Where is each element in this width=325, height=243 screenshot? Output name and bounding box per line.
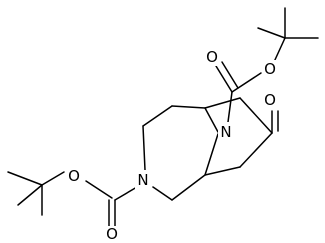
atom-oxygen-ester-top: O: [264, 60, 276, 78]
bond-nitrogen-to-bridgehead-bottom: [204, 133, 219, 176]
atom-nitrogen-ring: N: [137, 171, 148, 189]
bond-tbu1-methyl-left: [257, 27, 286, 39]
atom-oxygen-carbonyl-top: O: [206, 48, 218, 66]
bond-carbonyl1-double-a: [215, 65, 233, 93]
bond-nitrogen2-to-ch2-bottom: [152, 186, 173, 201]
bonds: [7, 7, 319, 233]
bond-bridgehead-top-to-ch2-top: [171, 105, 206, 109]
bond-tbu1-to-oxygen: [273, 37, 286, 63]
bond-ch2-bottom-to-bridgehead-bottom: [171, 174, 206, 201]
bond-oxygen-to-tbu2: [41, 171, 65, 186]
bond-ch2-left-to-nitrogen2: [142, 125, 146, 171]
bond-ch2-top-to-ch2-left: [142, 105, 173, 127]
atom-oxygen-ester-bottom: O: [68, 167, 80, 185]
bond-bridgehead-top-to-c-right: [204, 97, 241, 109]
bond-oxygen-to-carbonyl-c1: [231, 72, 262, 93]
atom-oxygen-carbonyl-bottom: O: [106, 225, 118, 243]
bond-nitrogen2-to-carbonyl-c2: [114, 186, 138, 201]
atom-labels: O O N O N O O: [66, 48, 278, 243]
atom-oxygen-ketone: O: [264, 91, 276, 109]
atom-nitrogen-bridge: N: [220, 123, 231, 141]
bond-tbu2-methyl-left: [7, 171, 43, 186]
bond-carbonyl2-to-oxygen: [85, 180, 113, 199]
bond-nitrogen-to-bridgehead-top: [204, 107, 219, 133]
bond-carbonyl1-double-b: [221, 61, 239, 89]
bond-c-right-to-ketone: [239, 97, 273, 134]
bond-c-bottom-to-bridgehead-bottom: [204, 166, 241, 176]
bond-ketone-to-c-bottom: [239, 132, 273, 168]
bond-tbu2-methyl-right: [17, 184, 43, 206]
bond-carbonyl1-to-nitrogen: [227, 91, 233, 123]
